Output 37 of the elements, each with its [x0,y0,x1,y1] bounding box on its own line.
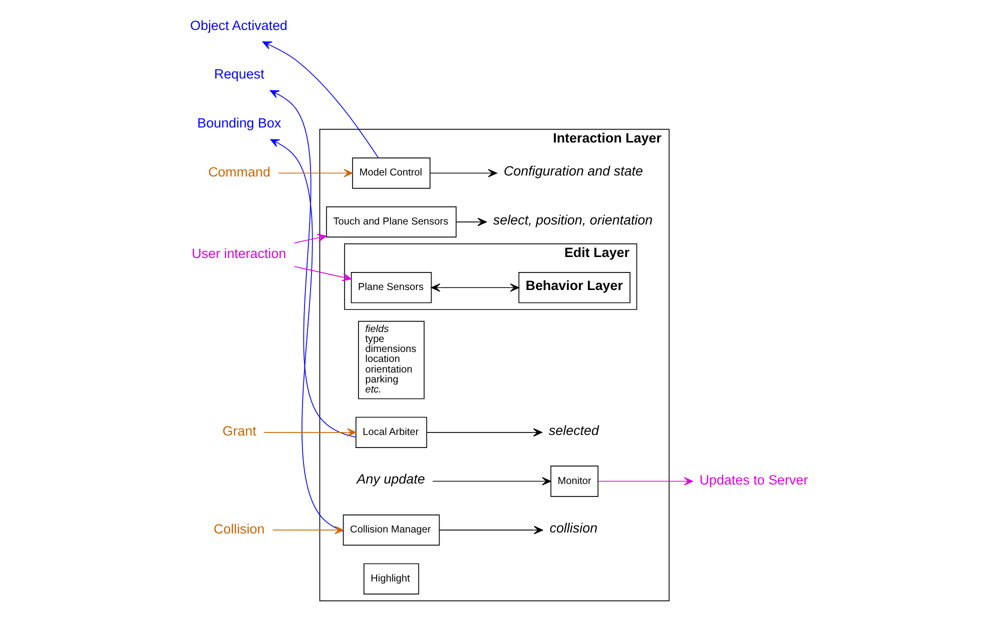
arrow [438,526,542,534]
arrow [270,139,344,532]
arrow [294,266,352,282]
node-text: Object Activated [190,18,287,33]
arrow [426,428,542,437]
arrow [272,526,344,534]
arrow [269,90,356,438]
node-text: Request [214,66,264,82]
arrow [429,168,497,178]
arrow [294,234,326,244]
node-box: Model Control [352,158,430,189]
arrow [278,168,352,178]
node-box: Touch and Plane Sensors [326,206,456,238]
arrow [263,428,356,437]
node-box: Behavior Layer [518,272,630,304]
node-text: User interaction [191,246,286,261]
node-text: collision [549,520,598,536]
node-text: Grant [222,424,256,439]
arrow [432,477,551,486]
arrow [455,218,486,226]
arrow [597,477,693,486]
node-text: selected [548,422,598,438]
node-text: Bounding Box [196,115,281,130]
node-box: Monitor [550,466,598,497]
node-text: Configuration and state [503,163,642,178]
node-text: Command [208,164,270,180]
node-box: Plane Sensors [350,272,432,304]
node-box: Highlight [363,563,419,594]
node-text: Collision [213,521,264,536]
node-text: Updates to Server [698,472,808,488]
arrow [430,283,519,292]
node-box: fields type dimensions location orientation parking etc. [358,320,424,400]
node-box: Local Arbiter [355,416,427,448]
node-text: select, position, orientation [492,212,652,228]
arrow [262,41,378,158]
node-box: Collision Manager [342,514,440,546]
node-text: Any update [356,472,424,487]
